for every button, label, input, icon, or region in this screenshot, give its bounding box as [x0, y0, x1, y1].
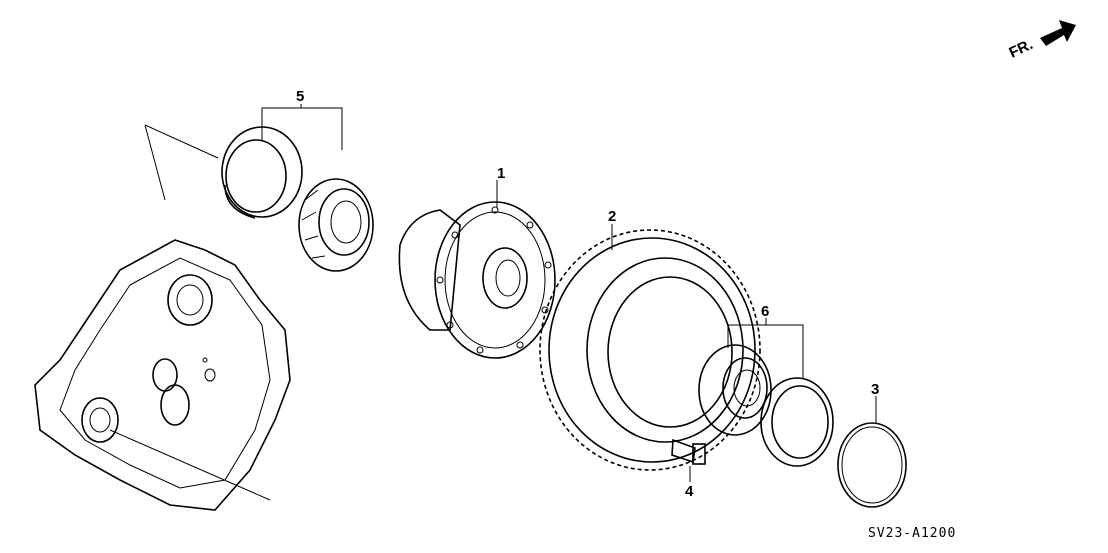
front-label: FR. [1007, 36, 1036, 62]
callout-3: 3 [871, 381, 879, 398]
axis-line [144, 124, 219, 159]
bearing-race-5 [221, 126, 303, 219]
axis-line [144, 124, 166, 201]
callout-4: 4 [685, 483, 694, 500]
drawing-code: SV23-A1200 [868, 526, 956, 541]
bearing-5 [298, 178, 374, 272]
axis-line [109, 429, 271, 501]
front-direction-indicator: FR. [1007, 20, 1076, 62]
leader-lines [261, 104, 877, 482]
bolt-4 [671, 438, 706, 465]
bearing-6 [698, 344, 772, 436]
callout-1: 1 [497, 165, 505, 182]
differential-carrier [398, 201, 556, 359]
callout-2: 2 [608, 208, 616, 225]
bearing-race-6 [760, 377, 834, 467]
callout-5: 5 [296, 88, 304, 105]
transmission-case [34, 239, 291, 511]
callout-6: 6 [761, 303, 769, 320]
arrow-icon [1040, 20, 1076, 46]
shim-3 [837, 422, 907, 508]
final-driven-gear [539, 229, 761, 471]
